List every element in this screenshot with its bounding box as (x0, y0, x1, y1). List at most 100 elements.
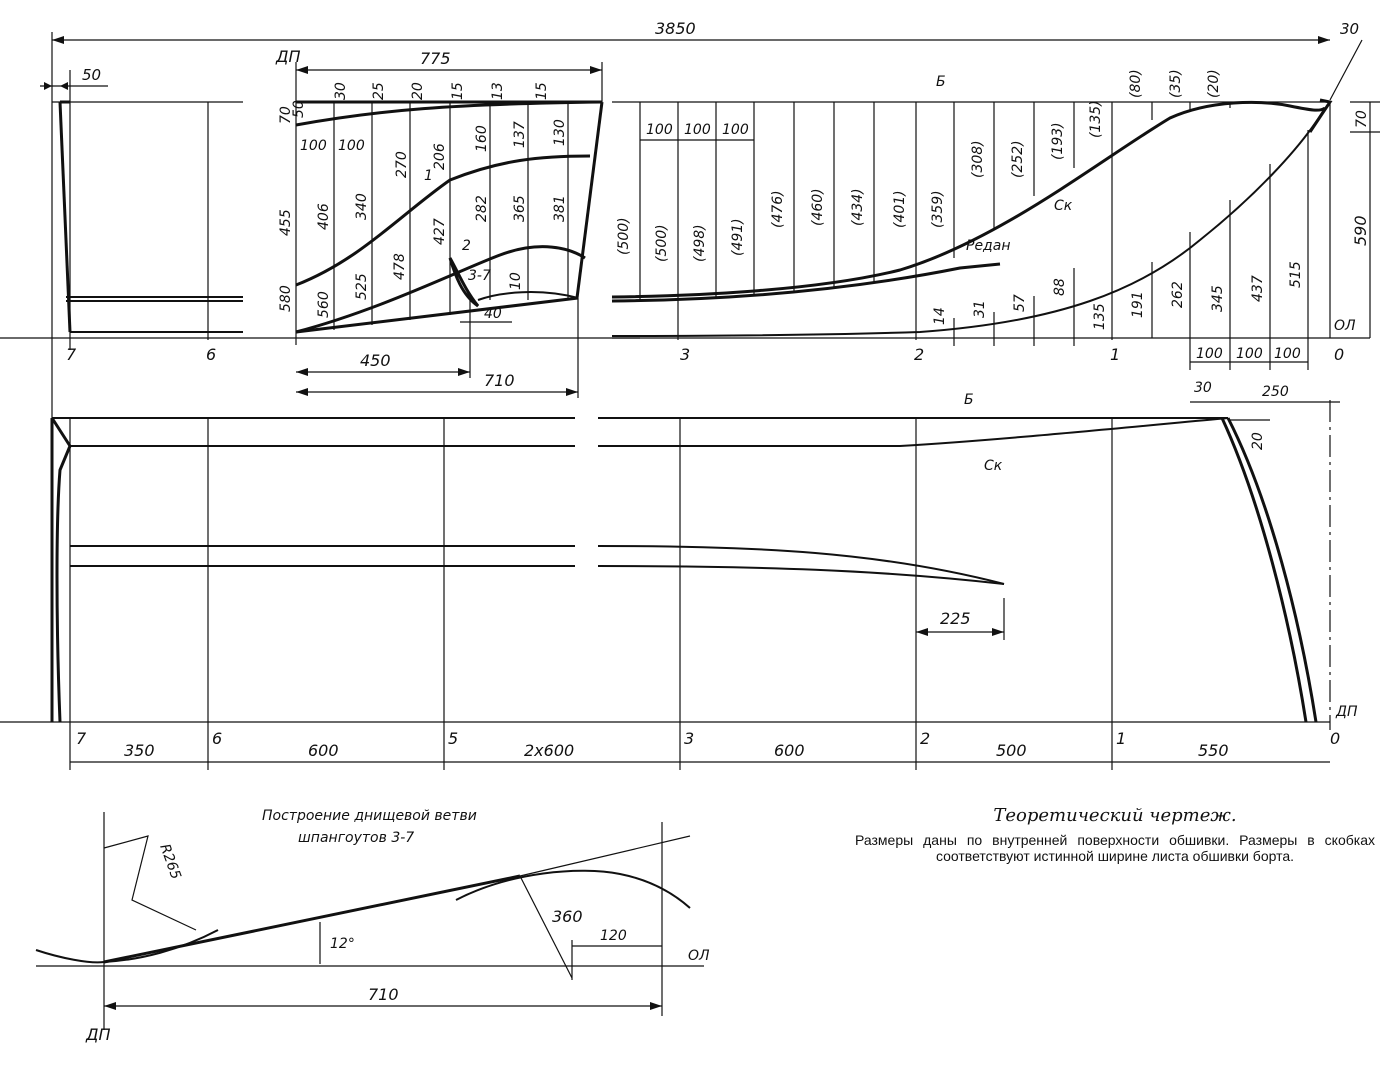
plan-spacing-4: 600 (774, 741, 805, 760)
transom-view: 50 7 6 (40, 66, 243, 364)
body-580-label: 580 (278, 285, 294, 312)
body-upper-dim-1: 100 (300, 138, 327, 154)
body-upper-dim-6: 137 (512, 121, 528, 148)
body-upper-dim-7: 130 (552, 119, 568, 146)
plan-station-0: 0 (1330, 729, 1340, 748)
body-top-dim-4: 20 (410, 82, 426, 100)
body-upper-dim-4: 206 (432, 143, 448, 170)
profile-bottom-dim-2: 31 (972, 300, 988, 318)
profile-step-dim-3: 100 (722, 122, 749, 138)
body-top-dim-7: 15 (534, 82, 550, 100)
body-plan: 775 ДП 50 30 25 20 15 13 15 100 100 270 … (0, 47, 640, 398)
body-width-label: 775 (420, 49, 451, 68)
profile-bottom-dim-5: 135 (1092, 303, 1108, 330)
body-top-dim-6: 13 (490, 82, 506, 100)
profile-bottom-dim-10: 515 (1288, 261, 1304, 288)
profile-base-step-3: 100 (1274, 346, 1301, 362)
body-mid-dim-6: 365 (512, 195, 528, 222)
caption-title: Теоретический чертеж. (993, 805, 1237, 826)
body-mid-dim-7: 381 (552, 195, 568, 222)
plan-station-7: 7 (76, 729, 87, 748)
profile-station-0: 0 (1334, 345, 1344, 364)
profile-sk-label: Ск (1054, 198, 1073, 214)
profile-side-dim-7: (434) (850, 188, 866, 226)
profile-side-dim-6: (460) (810, 188, 826, 226)
body-low-dim-2: 525 (354, 273, 370, 300)
body-40-label: 40 (484, 306, 502, 322)
plan-spacing-3: 2x600 (524, 741, 574, 760)
profile-top-dim-2: (35) (1168, 69, 1184, 98)
body-top-dim-3: 25 (371, 82, 387, 100)
profile-station-2: 2 (914, 345, 924, 364)
profile-side-dim-1: (500) (616, 217, 632, 255)
plan-spacing-1: 350 (124, 741, 155, 760)
plan-dp-label: ДП (1335, 704, 1358, 720)
construction-radius-large: 360 (552, 907, 583, 926)
body-upper-dim-2: 100 (338, 138, 365, 154)
body-curve-37-label: 3-7 (468, 268, 491, 284)
plan-station-6: 6 (212, 729, 222, 748)
profile-base-step-2: 100 (1236, 346, 1263, 362)
plan-station-2: 2 (920, 729, 930, 748)
profile-side-dim-2: (500) (654, 224, 670, 262)
profile-bottom-dim-1: 14 (932, 307, 948, 325)
redan-label: Редан (966, 238, 1010, 254)
profile-station-3: 3 (680, 345, 690, 364)
body-mid-dim-5: 282 (474, 195, 490, 222)
transom-station-6: 6 (206, 345, 216, 364)
body-low-dim-1: 560 (316, 291, 332, 318)
construction-centerline: ДП (85, 1025, 111, 1044)
transom-offset-label: 50 (82, 66, 101, 84)
profile-step-dim-1: 100 (646, 122, 673, 138)
plan-view: 225 30 250 20 Б Ск ДП 7 6 5 3 2 1 0 350 … (0, 380, 1358, 770)
profile-b-label: Б (936, 74, 946, 90)
profile-bottom-dim-3: 57 (1012, 294, 1028, 312)
plan-spacing-5: 500 (996, 741, 1027, 760)
plan-sk-label: Ск (984, 458, 1003, 474)
construction-length: 710 (368, 985, 399, 1004)
profile-station-1: 1 (1110, 345, 1120, 364)
body-upper-dim-5: 160 (474, 125, 490, 152)
profile-side-dim-13: (135) (1088, 100, 1104, 138)
body-10-label: 10 (508, 272, 524, 290)
construction-title-line2: шпангоутов 3-7 (298, 830, 414, 846)
profile-ol-label: ОЛ (1334, 318, 1356, 334)
body-455-label: 455 (278, 209, 294, 236)
construction-offset: 120 (600, 928, 627, 944)
construction-baseline: ОЛ (688, 948, 710, 964)
profile-bottom-dim-4: 88 (1052, 278, 1068, 296)
plan-spacing-6: 550 (1198, 741, 1229, 760)
profile-590-label: 590 (1351, 215, 1370, 246)
profile-side-dim-3: (498) (692, 224, 708, 262)
plan-station-5: 5 (448, 729, 458, 748)
construction-radius-small: R265 (156, 842, 184, 882)
profile-step-dim-2: 100 (684, 122, 711, 138)
plan-30-label: 30 (1194, 380, 1212, 396)
profile-base-step-1: 100 (1196, 346, 1223, 362)
drawing-caption: Теоретический чертеж. Размеры даны по вн… (855, 805, 1375, 864)
profile-top-dim-3: (20) (1206, 69, 1222, 98)
body-low-dim-3: 478 (392, 253, 408, 280)
profile-side-dim-10: (308) (970, 140, 986, 178)
body-upper-dim-3: 270 (394, 151, 410, 178)
plan-250-label: 250 (1262, 384, 1289, 400)
profile-side-dim-8: (401) (892, 190, 908, 228)
construction-title-line1: Построение днищевой ветви (262, 808, 477, 824)
plan-spacing-2: 600 (308, 741, 339, 760)
profile-bottom-dim-8: 345 (1210, 285, 1226, 312)
overall-length-dimension: 3850 30 (51, 19, 1363, 420)
profile-70-label: 70 (1354, 110, 1370, 128)
profile-bottom-dim-6: 191 (1130, 291, 1146, 318)
body-curve-1-label: 1 (424, 168, 433, 184)
profile-side-dim-11: (252) (1010, 140, 1026, 178)
profile-bottom-dim-7: 262 (1170, 281, 1186, 308)
body-710-label: 710 (484, 371, 515, 390)
transom-station-7: 7 (66, 345, 77, 364)
body-450-label: 450 (360, 351, 391, 370)
plan-20-label: 20 (1250, 432, 1266, 450)
profile-bottom-dim-9: 437 (1250, 275, 1266, 302)
body-70-label: 70 (278, 106, 294, 124)
overall-length-label: 3850 (655, 19, 696, 38)
